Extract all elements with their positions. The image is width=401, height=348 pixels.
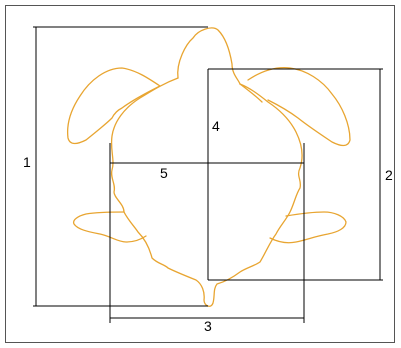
measure-3-label: 3 <box>204 318 212 334</box>
left-rear-flipper <box>72 211 147 243</box>
left-front-flipper <box>66 67 161 145</box>
measure-1-label: 1 <box>23 154 31 170</box>
measurement-lines <box>33 26 383 323</box>
figure-border <box>5 5 395 343</box>
turtle-outline <box>66 27 351 307</box>
measure-5-label: 5 <box>160 165 168 181</box>
measure-2-label: 2 <box>385 167 393 183</box>
measure-4-label: 4 <box>212 118 220 134</box>
turtle-head <box>177 27 241 85</box>
turtle-carapace-edge <box>239 83 263 103</box>
turtle-shell <box>110 77 303 307</box>
right-front-flipper <box>247 66 351 147</box>
right-rear-flipper <box>269 211 347 244</box>
